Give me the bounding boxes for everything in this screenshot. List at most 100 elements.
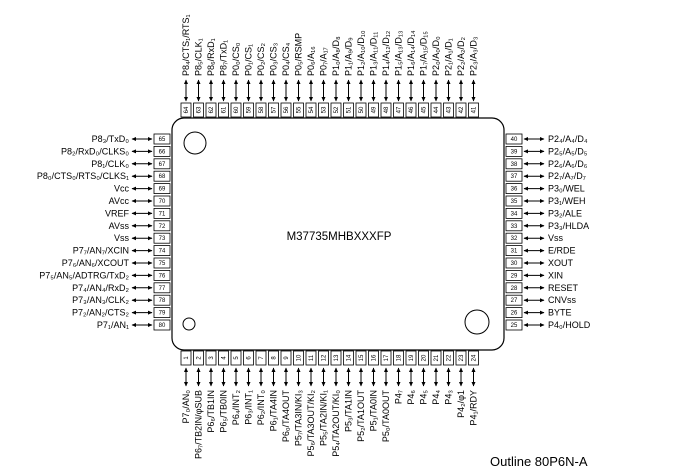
pin-61-label: P8₇/TxD₁ — [219, 40, 229, 76]
pin-55-number-box — [293, 102, 304, 118]
left-pin-group: 65P8₃/TxD₀66P8₂/RxD₀/CLKS₀67P8₁/CLK₀68P8… — [37, 133, 171, 331]
pin-68-number: 68 — [159, 174, 166, 180]
pin-15-number-box — [355, 350, 367, 366]
pin-27-number-box — [505, 294, 523, 306]
pin-21-number-box — [430, 350, 442, 366]
pin-78-number-box — [153, 294, 171, 306]
pin-19-number-box — [405, 350, 417, 366]
pin-66-number-box — [153, 145, 171, 157]
pin-13-number: 13 — [334, 354, 340, 361]
pin-56-number-box — [280, 102, 292, 118]
pin-16-number: 16 — [372, 354, 378, 361]
pin-62-number: 62 — [209, 106, 215, 113]
pin-27-number: 27 — [511, 298, 518, 304]
pin-33-number: 33 — [511, 224, 518, 230]
pin-30-label: XOUT — [548, 258, 574, 268]
pin-42-label: P2₂/A₂/D₂ — [456, 37, 466, 76]
pin-65-number-box — [153, 133, 171, 145]
pin-36-number-box — [505, 183, 523, 195]
pin-18-label: P4₇ — [394, 390, 404, 404]
pin-16-number-box — [368, 350, 379, 366]
pin-16-label: P5₁/TA0IN — [369, 390, 379, 431]
pin-5-label: P6₄/INT₂ — [231, 390, 241, 426]
pin-32-number: 32 — [511, 236, 518, 242]
pin-62-label: P8₆/RxD₁ — [206, 38, 216, 76]
pin-35-label: P3₁/WEH — [548, 196, 586, 206]
pin-48-label: P1₄/A₁₂/D₁₂ — [381, 30, 391, 76]
pin-54-label: P0₆/A₁₆ — [306, 46, 316, 76]
pin-19-label: P4₆ — [406, 390, 416, 405]
pin-73-number: 73 — [159, 236, 166, 242]
pin-69-number-box — [153, 183, 171, 195]
pin-42-number-box — [455, 102, 467, 118]
pin-26-number-box — [505, 307, 523, 319]
pin-70-number-box — [153, 195, 171, 207]
pin-56-label: P0₄/CS₄ — [281, 42, 291, 76]
pin-67-number: 67 — [159, 162, 166, 168]
pin-21-number: 21 — [434, 354, 440, 361]
pin-72-number-box — [153, 220, 171, 232]
pin-44-number-box — [430, 102, 442, 118]
pin-66-number: 66 — [159, 149, 166, 155]
pin-42-number: 42 — [459, 106, 465, 113]
pin-7-label: P6₂/INT₀ — [256, 390, 266, 426]
pin-8-number: 8 — [272, 356, 278, 360]
pin-44-label: P2₀/A₀/D₀ — [431, 36, 441, 76]
pin-41-number: 41 — [472, 106, 478, 113]
pin-41-number-box — [468, 102, 479, 118]
pin-80-number-box — [153, 319, 171, 331]
pin-64-number: 64 — [184, 106, 190, 113]
pin-75-number: 75 — [159, 261, 166, 267]
pin-60-number-box — [230, 102, 242, 118]
pin-50-label: P1₂/A₁₀/D₁₀ — [356, 30, 366, 76]
pin-30-number: 30 — [511, 261, 518, 267]
pin-26-number: 26 — [511, 311, 518, 317]
pin-67-label: P8₁/CLK₀ — [91, 159, 129, 169]
package-outline-label: Outline 80P6N-A — [490, 454, 588, 467]
pin-77-number: 77 — [159, 286, 166, 292]
pin-47-number-box — [393, 102, 404, 118]
pin-52-number-box — [330, 102, 342, 118]
pin-13-number-box — [330, 350, 342, 366]
pin-31-number-box — [505, 245, 523, 257]
pin-28-label: RESET — [548, 283, 579, 293]
pin-35-number: 35 — [511, 199, 518, 205]
pin-1-number: 1 — [184, 356, 190, 360]
pin-52-label: P1₀/A₈/D₈ — [331, 36, 341, 76]
pin-34-label: P3₂/ALE — [548, 208, 582, 218]
pin-71-number-box — [153, 207, 171, 219]
pin-3-number: 3 — [209, 356, 215, 360]
pin-61-number-box — [218, 102, 229, 118]
pin-68-label: P8₀/CTS₀/RTS₀/CLKS₁ — [37, 171, 129, 181]
pin-74-number-box — [153, 245, 171, 257]
pin-76-label: P7₅/AN₅/ADTRG/TxD₂ — [39, 270, 129, 280]
pin-69-label: Vcc — [114, 184, 130, 194]
pin-70-label: AVcc — [109, 196, 130, 206]
pin-67-number-box — [153, 158, 171, 170]
pin-48-number-box — [380, 102, 392, 118]
pin-18-number-box — [393, 350, 404, 366]
pin-31-number: 31 — [511, 249, 518, 255]
pin-32-label: Vss — [548, 233, 564, 243]
pin-28-number-box — [505, 282, 523, 294]
pin-44-number: 44 — [434, 106, 440, 113]
pin-23-number-box — [455, 350, 467, 366]
pin-70-number: 70 — [159, 199, 166, 205]
pin-10-label: P5₇/TA3IN/KI₃ — [294, 390, 304, 446]
pin-79-label: P7₂/AN₂/CTS₂ — [72, 308, 129, 318]
pin-37-label: P2₇/A₇/D₇ — [548, 171, 586, 181]
pin-26-label: BYTE — [548, 308, 572, 318]
pin-51-number-box — [343, 102, 354, 118]
pin-65-label: P8₃/TxD₀ — [92, 134, 130, 144]
pin-65-number: 65 — [159, 137, 166, 143]
pin-6-number: 6 — [247, 356, 253, 360]
pin-12-number: 12 — [322, 354, 328, 361]
pin-57-number: 57 — [272, 106, 278, 113]
pin-28-number: 28 — [511, 286, 518, 292]
pin-25-number-box — [505, 319, 523, 331]
pin-76-number-box — [153, 269, 171, 281]
pin-11-number-box — [305, 350, 317, 366]
top-pin-group: 64P8₄/CTS₁/RTS₁63P8₅/CLK₁62P8₆/RxD₁61P8₇… — [180, 14, 479, 118]
pin-5-number: 5 — [234, 356, 240, 360]
